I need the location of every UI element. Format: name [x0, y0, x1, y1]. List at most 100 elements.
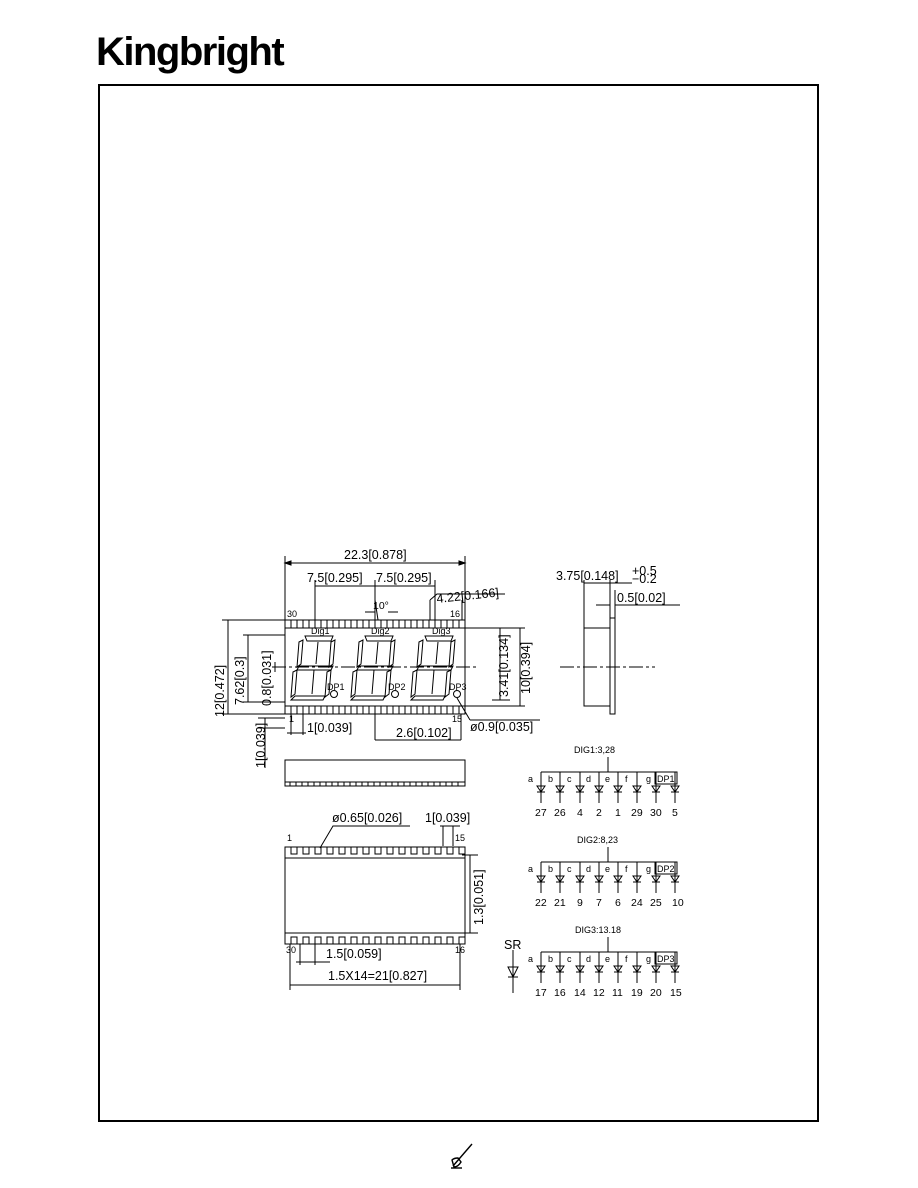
dim-tol-plus: +0.5 [632, 564, 657, 578]
pin-16-label: 16 [450, 609, 460, 619]
dim-dp-spacing: 2.6[0.102] [396, 726, 452, 740]
digit-2-outline [349, 635, 399, 701]
dim-row-spacing: 7.62[0.3] [233, 656, 247, 705]
circuit-row-1 [536, 757, 680, 803]
bottom-view [284, 825, 478, 990]
bottom-pin-16: 16 [455, 945, 465, 955]
seg-c: c [567, 954, 572, 964]
dig3-pin: 19 [631, 987, 643, 999]
seg-f: f [625, 954, 628, 964]
dig3-label: Dig3 [432, 626, 451, 636]
dig3-pin: 11 [612, 987, 623, 999]
dig1-title: DIG1:3,28 [574, 745, 615, 755]
dig2-pin: 25 [650, 897, 662, 909]
seg-e: e [605, 954, 610, 964]
dim-lead-vertical: 1[0.039] [254, 723, 268, 768]
pin-30-label: 30 [287, 609, 297, 619]
front-bottom-pins [284, 706, 466, 715]
dig3-pin: 15 [670, 987, 682, 999]
dim-pad-pitch: 1.5[0.059] [326, 947, 382, 961]
dig1-label: Dig1 [311, 626, 330, 636]
digit-3-outline [409, 635, 461, 701]
dig2-pin: 7 [596, 897, 602, 909]
seg-a: a [528, 864, 533, 874]
dig2-pin: 10 [672, 897, 684, 909]
seg-g: g [646, 774, 651, 784]
front-view [222, 556, 540, 768]
seg-e: e [605, 864, 610, 874]
dig1-pin: 27 [535, 807, 547, 819]
sr-label: SR [504, 938, 521, 952]
circuit-diagrams [507, 950, 519, 993]
dig1-pin: 4 [577, 807, 583, 819]
dp1-label: DP1 [327, 682, 345, 692]
dig2-dp-label: DP2 [657, 864, 675, 874]
seg-f: f [625, 774, 628, 784]
dim-dp-diameter: ø0.9[0.035] [470, 720, 533, 734]
footer-pen-icon [451, 1143, 473, 1169]
drawing-frame [98, 84, 819, 1122]
dig3-pin: 14 [574, 987, 586, 999]
dim-right-10: 10[0.394] [519, 642, 533, 694]
dig1-pin: 1 [615, 807, 621, 819]
bottom-view-bottom-pads [290, 936, 466, 944]
dig2-label: Dig2 [371, 626, 390, 636]
dig3-pin: 16 [554, 987, 566, 999]
dim-tol-minus: −0.2 [632, 572, 657, 586]
dim-right-341: 3.41[0.134] [497, 634, 511, 697]
bottom-pin-1: 1 [287, 833, 292, 843]
profile-strip [284, 759, 466, 787]
dim-pitch-1: 7.5[0.295] [307, 571, 363, 585]
circuit-row-2 [536, 847, 680, 893]
seg-d: d [586, 774, 591, 784]
seg-e: e [605, 774, 610, 784]
dim-thickness: 3.75[0.148] [556, 569, 619, 583]
dig1-dp-label: DP1 [657, 774, 675, 784]
seg-d: d [586, 954, 591, 964]
dig2-title: DIG2:8,23 [577, 835, 618, 845]
dim-total-span: 1.5X14=21[0.827] [328, 969, 427, 983]
digit-1-outline [289, 635, 338, 701]
circuit-row-3 [536, 937, 680, 983]
seg-a: a [528, 774, 533, 784]
dig2-pin: 9 [577, 897, 583, 909]
seg-c: c [567, 774, 572, 784]
dig3-pin: 12 [593, 987, 605, 999]
bottom-pin-15: 15 [455, 833, 465, 843]
dim-slant-angle: 10° [373, 600, 389, 612]
dig2-pin: 6 [615, 897, 621, 909]
seg-d: d [586, 864, 591, 874]
dim-pitch-2: 7.5[0.295] [376, 571, 432, 585]
pin-1-label: 1 [289, 714, 294, 724]
dig2-pin: 21 [554, 897, 566, 909]
bottom-view-top-pads [290, 847, 466, 855]
dig3-dp-label: DP3 [657, 954, 675, 964]
kingbright-logo: Kingbright [96, 30, 285, 74]
dim-digit-offset: 4.22[0.166] [436, 586, 500, 606]
seg-b: b [548, 954, 553, 964]
side-view [560, 580, 680, 715]
dp2-label: DP2 [388, 682, 406, 692]
dim-lead-length: 1.3[0.051] [472, 869, 486, 925]
dig1-pin: 29 [631, 807, 643, 819]
dim-pad-pitch-top: 1[0.039] [425, 811, 470, 825]
dim-pad-diameter: ø0.65[0.026] [332, 811, 402, 825]
dim-lead-thickness: 0.5[0.02] [617, 591, 666, 605]
dig2-pin: 24 [631, 897, 643, 909]
dig1-pin: 26 [554, 807, 566, 819]
seg-b: b [548, 864, 553, 874]
dig1-pin: 2 [596, 807, 602, 819]
dig2-pin: 22 [535, 897, 547, 909]
sr-diode-symbol [507, 950, 519, 993]
seg-c: c [567, 864, 572, 874]
dp3-label: DP3 [449, 682, 467, 692]
dim-offset: 0.8[0.031] [260, 650, 274, 706]
dig3-title: DIG3:13.18 [575, 925, 621, 935]
seg-g: g [646, 954, 651, 964]
pin-15-label: 15 [452, 714, 462, 724]
dig1-pin: 30 [650, 807, 662, 819]
seg-a: a [528, 954, 533, 964]
seg-b: b [548, 774, 553, 784]
bottom-pin-30: 30 [286, 945, 296, 955]
